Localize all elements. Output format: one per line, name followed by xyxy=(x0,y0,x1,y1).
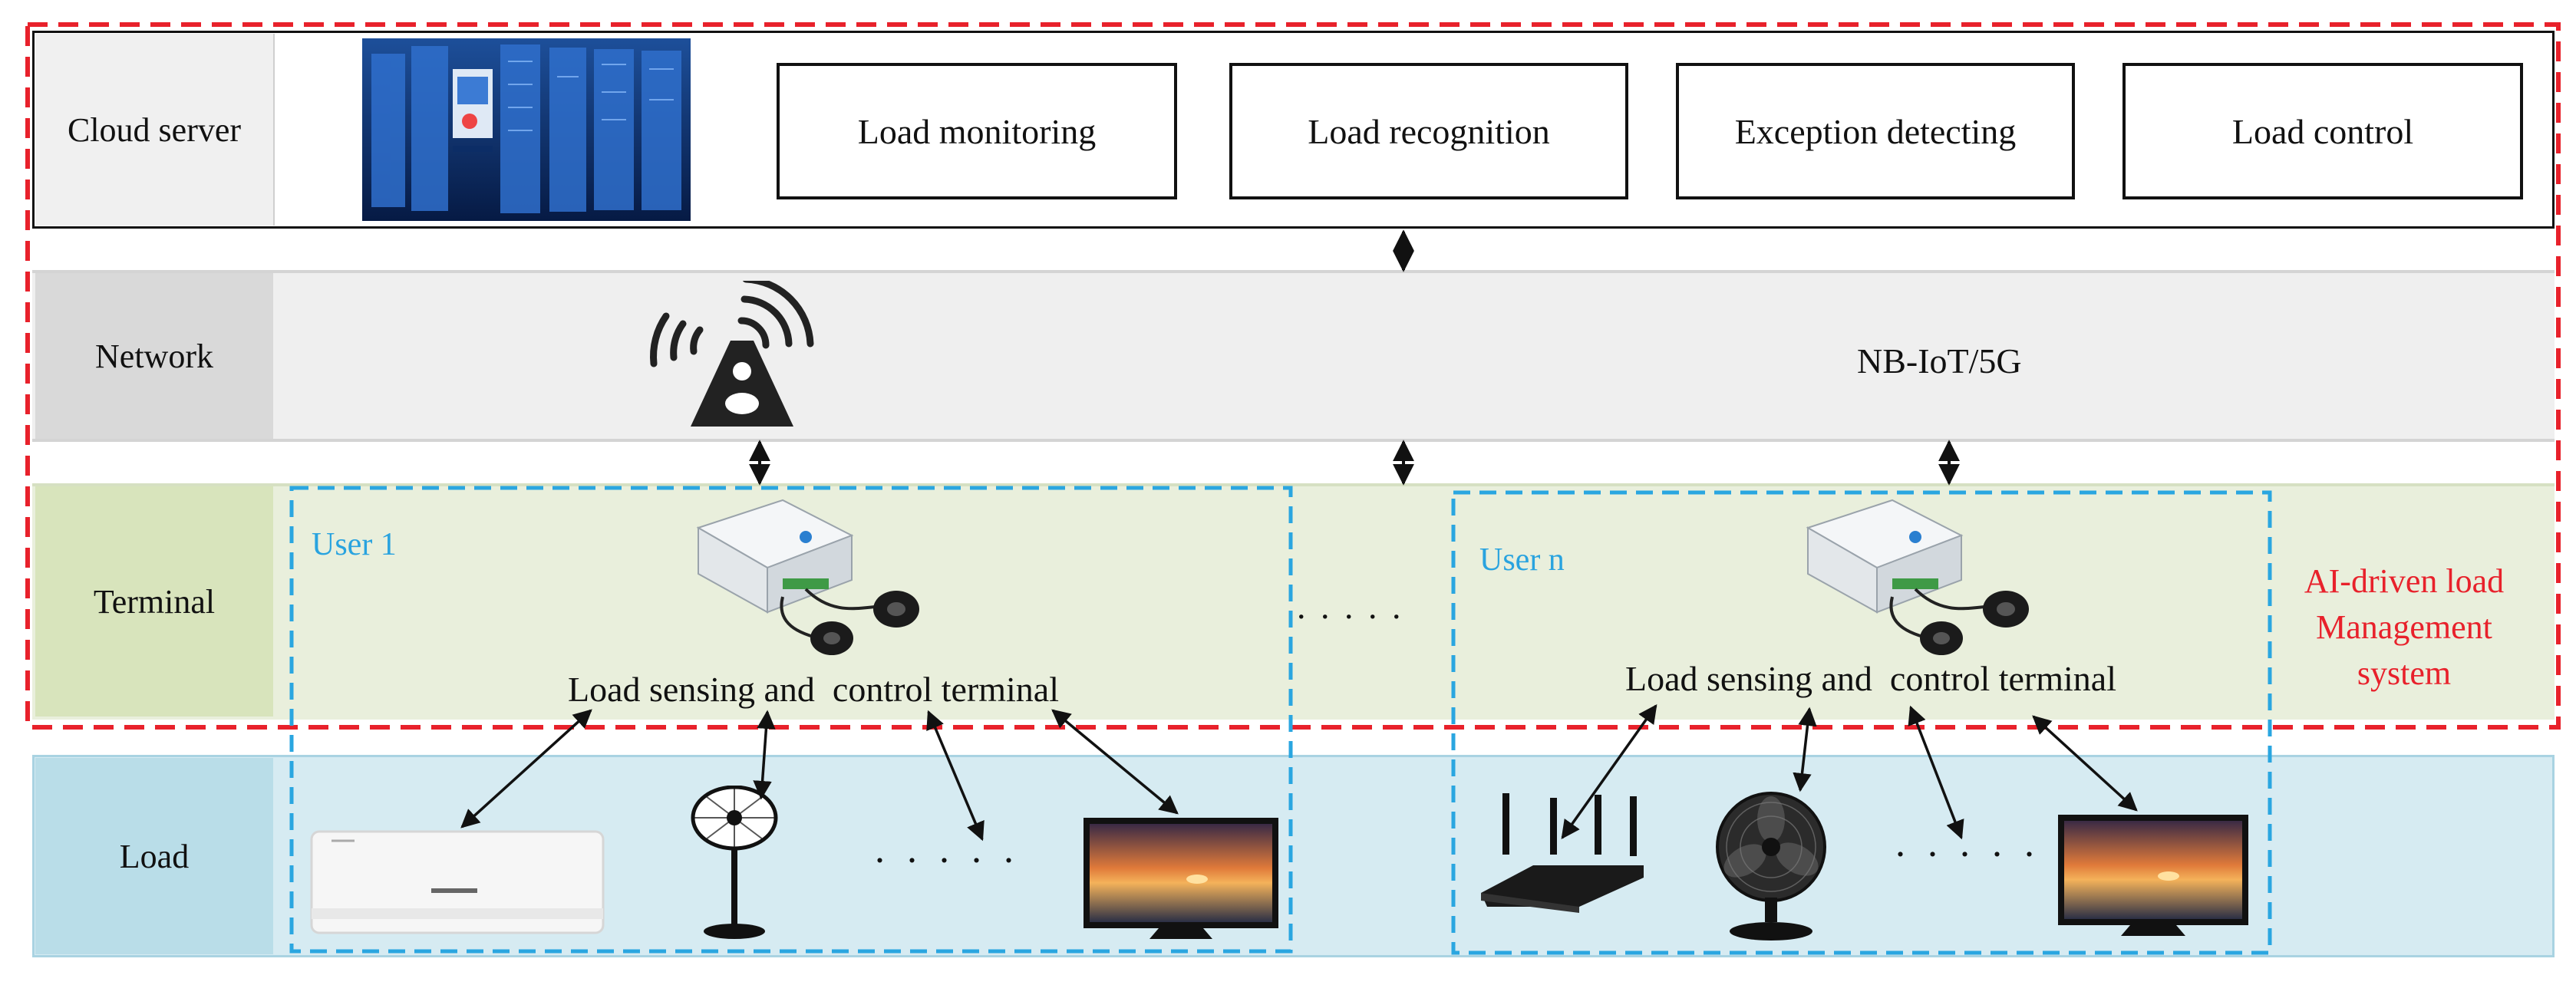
network-protocol-label: NB-IoT/5G xyxy=(1857,341,2022,380)
usern-boundary xyxy=(1451,490,2272,955)
arrow-terminal-router xyxy=(1561,704,1657,839)
antenna-tower-icon xyxy=(629,275,859,431)
terminal-layer xyxy=(32,483,2555,720)
system-boundary xyxy=(25,22,2561,730)
load-layer-label: Load xyxy=(35,758,273,954)
load-monitoring-box: Load monitoring xyxy=(777,63,1177,199)
terminal-device-photo-usern xyxy=(1800,497,2046,658)
user1-boundary xyxy=(289,486,1293,954)
user1-label: User 1 xyxy=(312,527,397,562)
middle-ellipsis: . . . . . xyxy=(1297,587,1404,626)
tv-icon-user1 xyxy=(1082,816,1280,942)
terminal-label-usern: Load sensing and control terminal xyxy=(1625,659,2117,698)
server-rack-photo xyxy=(362,38,691,221)
cloud-layer-label: Cloud server xyxy=(35,34,275,226)
arrow-terminal-deskfan xyxy=(1793,707,1817,792)
load-recognition-box: Load recognition xyxy=(1229,63,1628,199)
air-conditioner-icon xyxy=(308,829,606,936)
system-label-line2: Management xyxy=(2316,608,2492,646)
tv-icon-usern xyxy=(2057,813,2250,939)
system-label-line1: AI-driven load xyxy=(2304,562,2505,600)
terminal-layer-label: Terminal xyxy=(35,486,273,717)
arrow-terminal-tvn xyxy=(2032,715,2138,812)
network-layer xyxy=(32,270,2555,442)
standing-fan-icon xyxy=(684,785,784,942)
arrow-terminal-dots1 xyxy=(926,710,985,842)
exception-detecting-box: Exception detecting xyxy=(1676,63,2075,199)
desk-fan-icon xyxy=(1708,790,1834,944)
load-control-box: Load control xyxy=(2122,63,2523,199)
terminal-device-photo-user1 xyxy=(691,497,936,658)
arrow-terminal-dotsn xyxy=(1908,705,1964,840)
system-label-line3: system xyxy=(2357,654,2452,692)
arrow-terminal-tv1 xyxy=(1051,709,1179,815)
network-layer-label: Network xyxy=(35,273,273,439)
terminal-label-user1: Load sensing and control terminal xyxy=(568,670,1060,709)
arrow-terminal-standfan xyxy=(753,710,776,800)
usern-label: User n xyxy=(1479,542,1565,578)
arrow-terminal-ac xyxy=(460,709,592,829)
system-label: AI-driven load Management system xyxy=(2271,558,2537,697)
